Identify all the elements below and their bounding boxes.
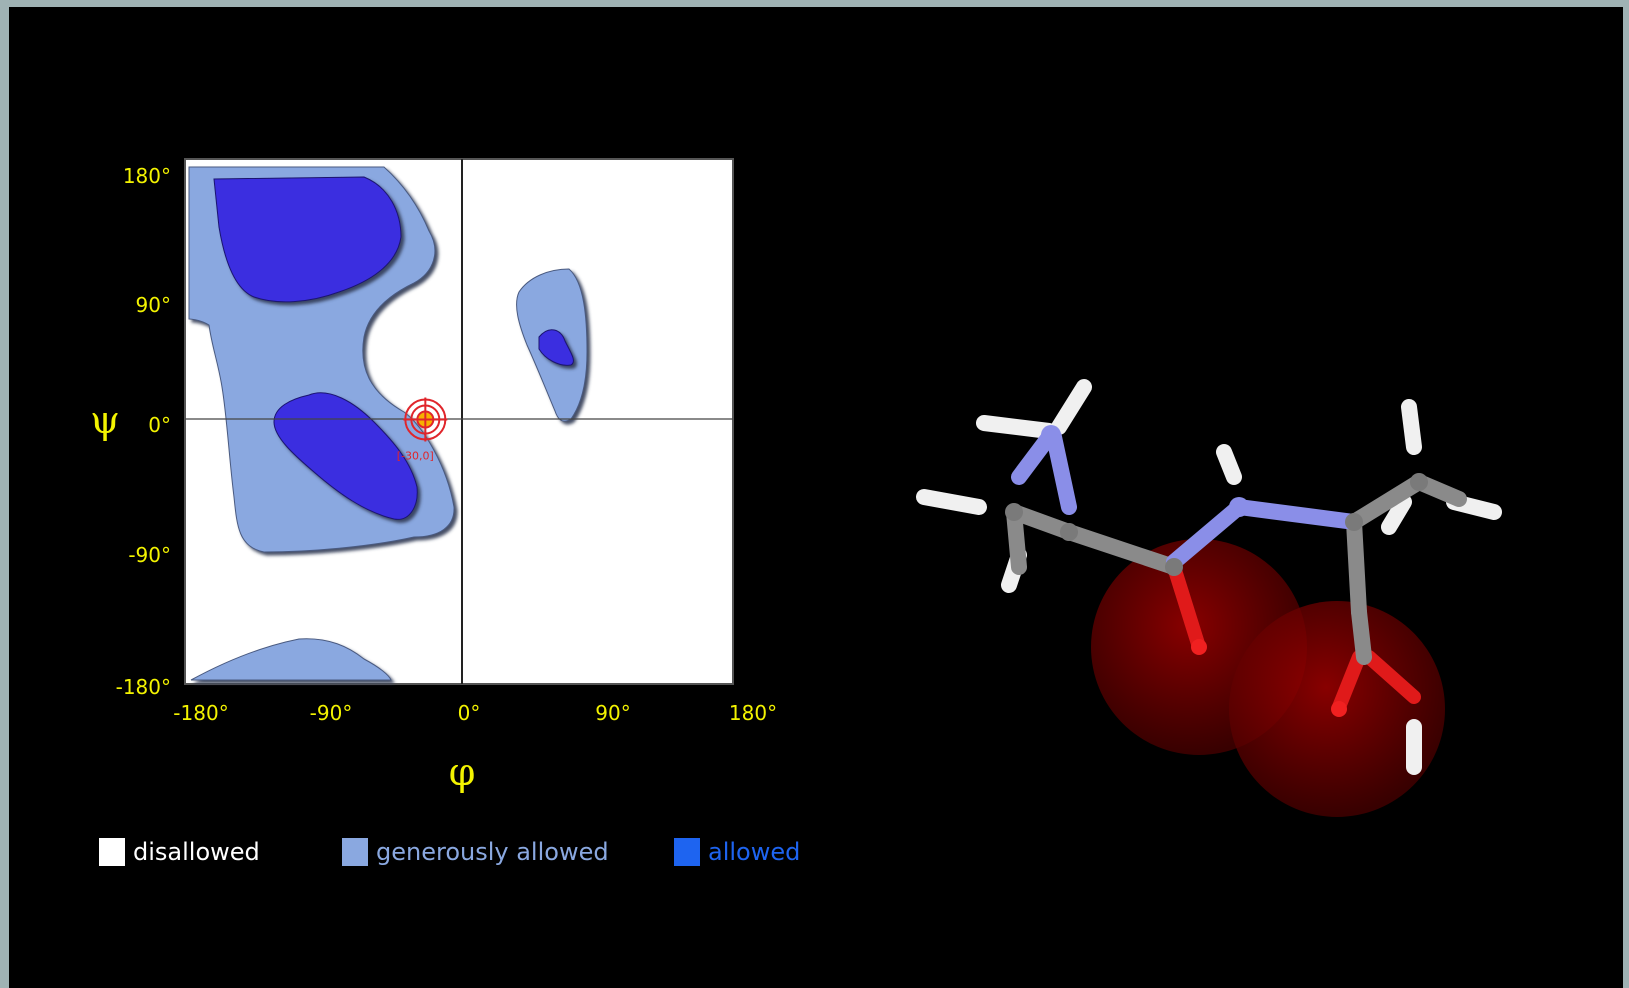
carbon-atom	[1165, 558, 1183, 576]
allowed-region-left-handed	[538, 329, 574, 366]
bond	[1011, 429, 1057, 485]
nitrogen-atom	[1041, 425, 1061, 445]
bond	[1006, 504, 1027, 575]
x-tick-label: -90°	[310, 701, 353, 725]
bond	[1006, 504, 1077, 540]
bond	[1346, 474, 1427, 530]
oxygen-atom	[1191, 639, 1207, 655]
legend-label: generously allowed	[376, 838, 609, 866]
conformation-marker[interactable]	[403, 397, 448, 442]
carbon-atom	[1345, 513, 1363, 531]
carbon-atom	[1060, 523, 1078, 541]
bond	[1046, 429, 1077, 515]
y-tick-label: -180°	[116, 675, 171, 699]
bond	[1167, 560, 1206, 654]
psi-axis-symbol: ψ	[90, 398, 120, 442]
bond	[1216, 444, 1242, 485]
bond	[1231, 499, 1362, 530]
phi-axis-symbol: φ	[449, 750, 476, 794]
bond	[1401, 399, 1422, 455]
legend-item-allowed: allowed	[674, 835, 800, 869]
bond	[976, 415, 1057, 439]
legend-swatch-generously-allowed	[342, 838, 368, 866]
bond	[1061, 524, 1182, 575]
generously-allowed-region-bottom	[190, 638, 392, 681]
legend-item-disallowed: disallowed	[99, 835, 260, 869]
bond	[1051, 379, 1092, 435]
legend-swatch-allowed	[674, 838, 700, 866]
legend-label: disallowed	[133, 838, 260, 866]
carbon-atom	[1005, 503, 1023, 521]
y-tick-label: 0°	[148, 413, 171, 437]
y-tick-label: 90°	[136, 293, 171, 317]
legend-label: allowed	[708, 838, 801, 866]
oxygen-atom	[1331, 701, 1347, 717]
bond	[1332, 650, 1366, 714]
bond	[1346, 514, 1367, 620]
allowed-region-beta	[213, 176, 402, 303]
nitrogen-atom	[1229, 497, 1249, 517]
ramachandran-plot: [-30,0] 180° 90° 0° -90° -180° -180° -90…	[90, 158, 777, 794]
bond	[916, 489, 987, 515]
marker-coordinate-label: [-30,0]	[397, 450, 434, 463]
viewer-canvas: [-30,0] 180° 90° 0° -90° -180° -180° -90…	[9, 7, 1623, 988]
bond	[1381, 494, 1412, 535]
molecule-3d-view[interactable]	[9, 7, 1623, 988]
x-tick-label: 180°	[729, 701, 777, 725]
legend-swatch-disallowed	[99, 838, 125, 866]
x-tick-label: -180°	[173, 701, 228, 725]
y-tick-label: -90°	[128, 543, 171, 567]
legend-item-generously-allowed: generously allowed	[342, 835, 609, 869]
bond	[1362, 650, 1421, 704]
y-tick-label: 180°	[123, 164, 171, 188]
allowed-region-alpha	[273, 392, 418, 520]
bond	[1166, 499, 1247, 570]
x-tick-label: 0°	[458, 701, 481, 725]
x-tick-label: 90°	[595, 701, 630, 725]
region-legend: disallowed generously allowed allowed	[99, 835, 859, 869]
bond	[1351, 604, 1372, 665]
carbon-atom	[1410, 473, 1428, 491]
